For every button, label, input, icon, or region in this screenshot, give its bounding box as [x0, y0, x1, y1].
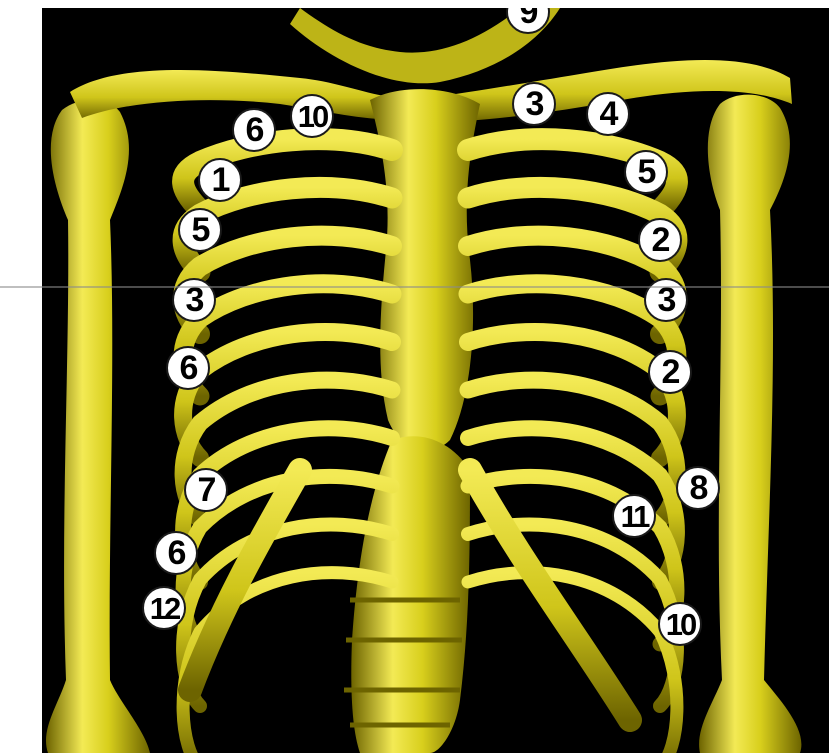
- rib-marker-6: 6: [154, 531, 198, 575]
- rib-marker-2: 2: [648, 350, 692, 394]
- rib-marker-3: 3: [172, 278, 216, 322]
- rib-marker-5: 5: [178, 208, 222, 252]
- rib-marker-2: 2: [638, 218, 682, 262]
- rib-marker-6: 6: [232, 108, 276, 152]
- rib-marker-12: 12: [142, 586, 186, 630]
- rib-marker-3: 3: [644, 278, 688, 322]
- rib-marker-1: 1: [198, 158, 242, 202]
- right-humerus: [699, 95, 801, 753]
- ct-image-frame: 9 10 6 1 5 3 6 7 6 12 3 4 5 2 3 2 8 11 1…: [42, 8, 829, 753]
- rib-marker-3: 3: [512, 82, 556, 126]
- right-rib: [468, 573, 677, 753]
- rib-cage-3d-render: [42, 8, 829, 753]
- rib-marker-11: 11: [612, 494, 656, 538]
- scan-line: [0, 286, 829, 288]
- rib-marker-8: 8: [676, 466, 720, 510]
- rib-marker-4: 4: [586, 92, 630, 136]
- rib-marker-10: 10: [658, 602, 702, 646]
- left-humerus: [46, 100, 150, 753]
- rib-marker-7: 7: [184, 468, 228, 512]
- rib-marker-5: 5: [624, 150, 668, 194]
- rib-marker-10: 10: [290, 94, 334, 138]
- rib-marker-6: 6: [166, 346, 210, 390]
